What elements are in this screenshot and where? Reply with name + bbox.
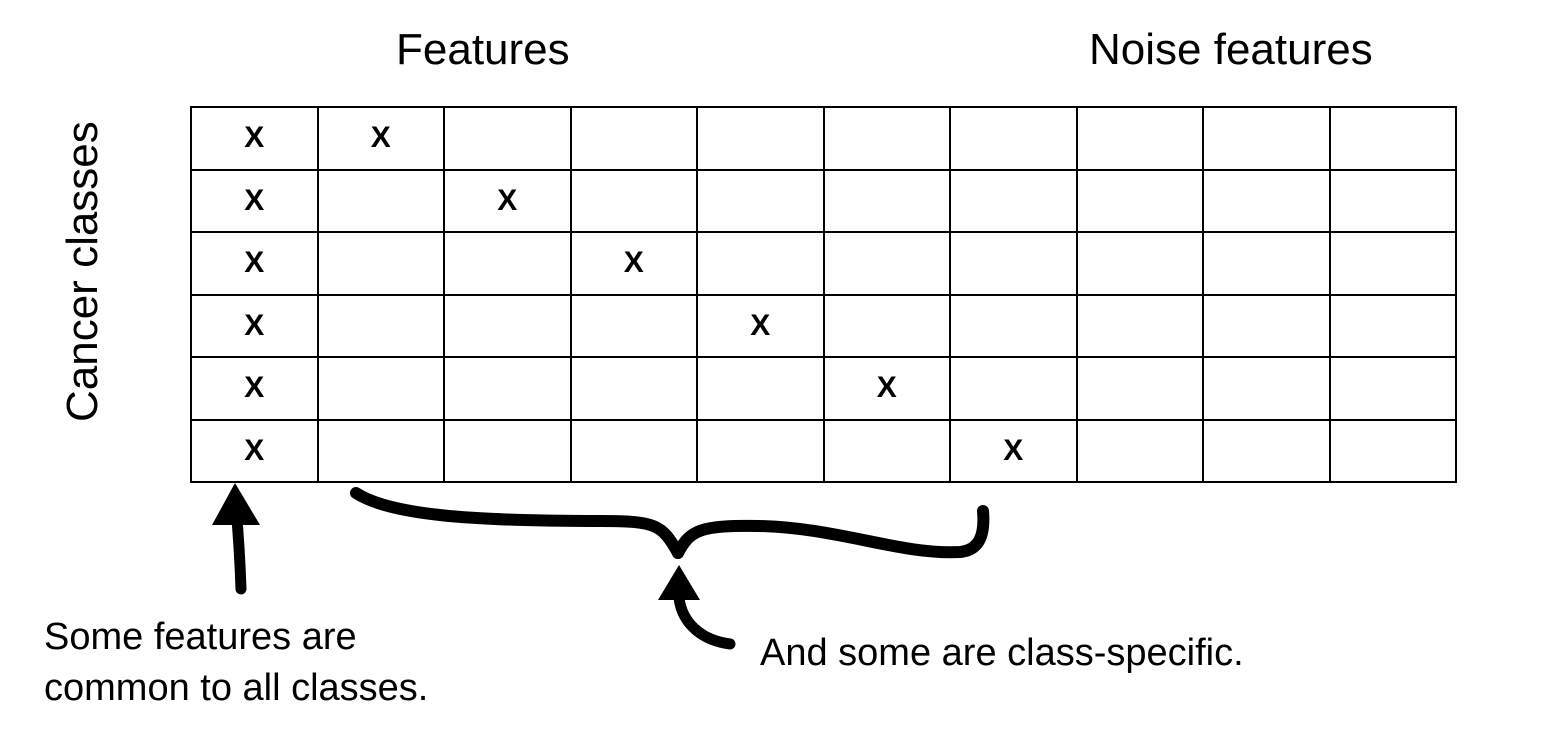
matrix-cell — [1328, 168, 1457, 233]
matrix-cell: X — [190, 356, 319, 421]
matrix-cell: X — [949, 418, 1078, 483]
matrix-cell — [1075, 168, 1204, 233]
matrix-cell — [822, 168, 951, 233]
matrix-cell — [822, 231, 951, 296]
matrix-cell — [822, 106, 951, 171]
matrix-cell: X — [190, 293, 319, 358]
matrix-cell: X — [190, 106, 319, 171]
matrix-cell — [569, 168, 698, 233]
matrix-cell — [822, 293, 951, 358]
matrix-cell — [949, 356, 1078, 421]
common-features-caption: Some features are common to all classes. — [44, 616, 429, 710]
matrix-cell: X — [822, 356, 951, 421]
matrix-cell — [696, 418, 825, 483]
table-row: X X — [190, 168, 1457, 233]
matrix-cell — [569, 356, 698, 421]
matrix-cell — [1075, 106, 1204, 171]
matrix-cell — [569, 106, 698, 171]
matrix-cell — [1202, 356, 1331, 421]
matrix-cell — [569, 418, 698, 483]
matrix-cell — [1202, 106, 1331, 171]
matrix-cell — [1202, 168, 1331, 233]
cancer-classes-axis-label: Cancer classes — [58, 121, 107, 422]
matrix-cell — [1202, 293, 1331, 358]
matrix-cell — [1202, 231, 1331, 296]
matrix-cell — [1328, 418, 1457, 483]
table-row: X X — [190, 418, 1457, 483]
matrix-cell: X — [190, 418, 319, 483]
feature-matrix-body: X X X X — [190, 106, 1457, 483]
matrix-cell — [316, 418, 445, 483]
matrix-cell — [949, 168, 1078, 233]
matrix-cell — [1328, 106, 1457, 171]
table-row: X X — [190, 231, 1457, 296]
class-specific-caption: And some are class-specific. — [760, 632, 1244, 674]
matrix-cell — [316, 231, 445, 296]
matrix-cell — [569, 293, 698, 358]
features-header-label: Features — [396, 25, 570, 74]
matrix-cell: X — [316, 106, 445, 171]
common-features-arrow — [212, 483, 260, 595]
matrix-cell — [443, 293, 572, 358]
matrix-cell — [443, 231, 572, 296]
matrix-cell — [1202, 418, 1331, 483]
matrix-cell — [316, 168, 445, 233]
matrix-cell — [1075, 231, 1204, 296]
matrix-cell — [1075, 356, 1204, 421]
matrix-cell: X — [190, 231, 319, 296]
matrix-cell — [1328, 293, 1457, 358]
matrix-cell: X — [696, 293, 825, 358]
matrix-cell — [822, 418, 951, 483]
matrix-cell — [443, 418, 572, 483]
matrix-cell — [1075, 418, 1204, 483]
matrix-cell — [696, 231, 825, 296]
table-row: X X — [190, 106, 1457, 171]
feature-matrix-table: X X X X — [190, 106, 1457, 483]
matrix-cell — [696, 356, 825, 421]
matrix-cell — [443, 106, 572, 171]
matrix-cell: X — [569, 231, 698, 296]
matrix-cell — [443, 356, 572, 421]
matrix-cell — [316, 293, 445, 358]
matrix-cell — [696, 168, 825, 233]
matrix-cell — [696, 106, 825, 171]
matrix-cell — [949, 293, 1078, 358]
matrix-cell — [949, 231, 1078, 296]
table-row: X X — [190, 293, 1457, 358]
matrix-cell — [1075, 293, 1204, 358]
class-specific-arrow — [658, 565, 736, 650]
matrix-cell — [1328, 356, 1457, 421]
matrix-cell — [316, 356, 445, 421]
matrix-cell — [949, 106, 1078, 171]
matrix-cell — [1328, 231, 1457, 296]
class-specific-brace — [350, 487, 990, 559]
matrix-cell: X — [443, 168, 572, 233]
matrix-cell: X — [190, 168, 319, 233]
table-row: X X — [190, 356, 1457, 421]
noise-features-header-label: Noise features — [1089, 25, 1373, 74]
